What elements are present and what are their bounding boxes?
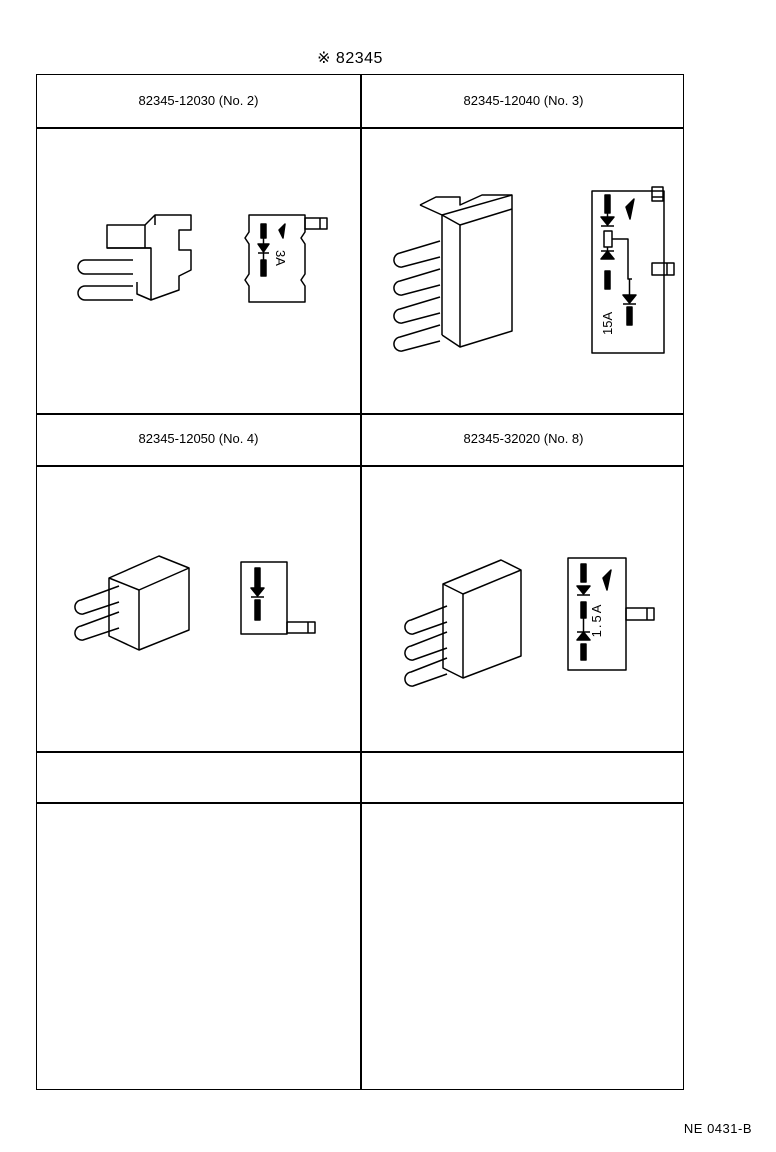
part-number-label: 82345-12040 (No. 3) [463,93,584,108]
part-number-label: 82345-12050 (No. 4) [138,431,259,446]
fuse-symbol: 15A [591,186,675,354]
connector-body [106,214,192,301]
terminal-pin [393,324,441,352]
connector-body [108,555,190,651]
column-divider [360,75,362,1089]
terminal-pin [393,240,441,268]
row-divider [37,465,683,467]
fuse-symbol [404,657,448,687]
diode-pack-drawing: 3A [77,214,328,303]
fuse-rating: 1.5A [589,603,604,638]
diode-pack-drawing [74,555,316,651]
part-number-label: 82345-32020 (No. 8) [463,431,584,446]
fuse-rating: 15A [600,312,615,335]
terminal-pin [404,631,448,661]
row-divider [37,127,683,129]
part-number-label [37,751,360,803]
part-number-label: 82345-12030 (No. 2) [138,93,259,108]
terminal-pin [393,296,441,324]
row-divider [37,751,683,753]
connector-body [419,194,513,348]
parts-table: 82345-12030 (No. 2) 82345-12040 (No. 3) … [36,74,684,1090]
diode-pack-drawing: 15A [393,186,675,354]
fuse-symbol: 3A [244,214,328,303]
terminal-pin [404,605,448,635]
diode-pack-drawing: 1.5A [404,557,655,687]
terminal-pin [77,285,133,301]
connector-body [442,559,522,679]
row-divider [37,802,683,804]
terminal-pin [77,259,133,275]
fuse-symbol [240,561,316,635]
terminal-pin [74,585,120,615]
document-code: NE 0431-B [683,1121,752,1136]
fuse-rating: 3A [273,250,288,266]
page-title: ※ 82345 [317,50,383,67]
terminal-pin [393,268,441,296]
row-divider [37,413,683,415]
fuse-symbol: 1.5A [567,557,655,671]
terminal-pin [74,611,120,641]
part-number-label [362,751,685,803]
